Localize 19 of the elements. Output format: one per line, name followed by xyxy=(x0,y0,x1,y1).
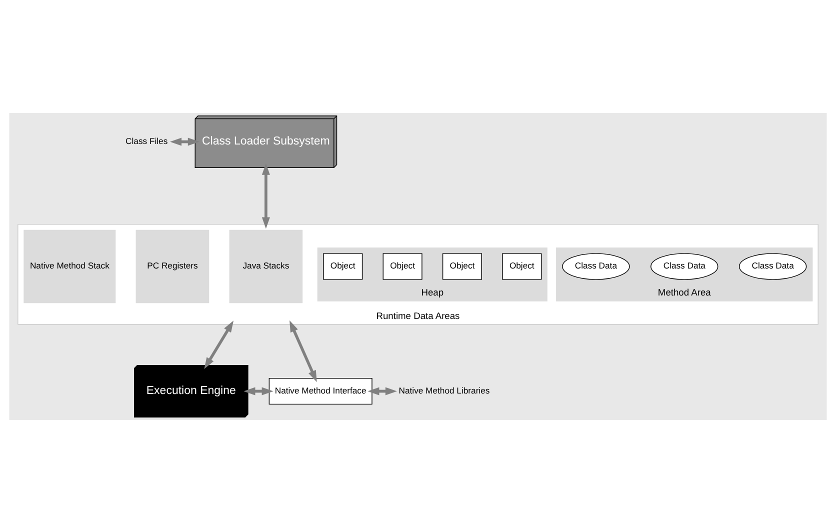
node-box: Object xyxy=(502,252,542,280)
node-box: PC Registers xyxy=(136,229,210,303)
node-box: Object xyxy=(382,252,422,280)
node-box: Java Stacks xyxy=(229,229,303,303)
arrow xyxy=(244,386,274,395)
node-box: Object xyxy=(442,252,482,280)
node-text: Native Method Libraries xyxy=(398,384,490,395)
arrow xyxy=(290,320,317,382)
node-box: Object xyxy=(323,252,363,280)
node-ellipse: Class Data xyxy=(650,252,718,280)
node-box: Native Method Stack xyxy=(24,229,116,303)
arrow xyxy=(170,137,200,146)
arrow xyxy=(262,162,270,228)
arrow xyxy=(204,320,234,369)
node-text: Class Files xyxy=(126,135,168,146)
node-ellipse: Class Data xyxy=(738,252,807,280)
node-ellipse: Class Data xyxy=(562,252,630,280)
node-box: Native Method Interface xyxy=(268,377,372,404)
arrow xyxy=(368,386,397,395)
